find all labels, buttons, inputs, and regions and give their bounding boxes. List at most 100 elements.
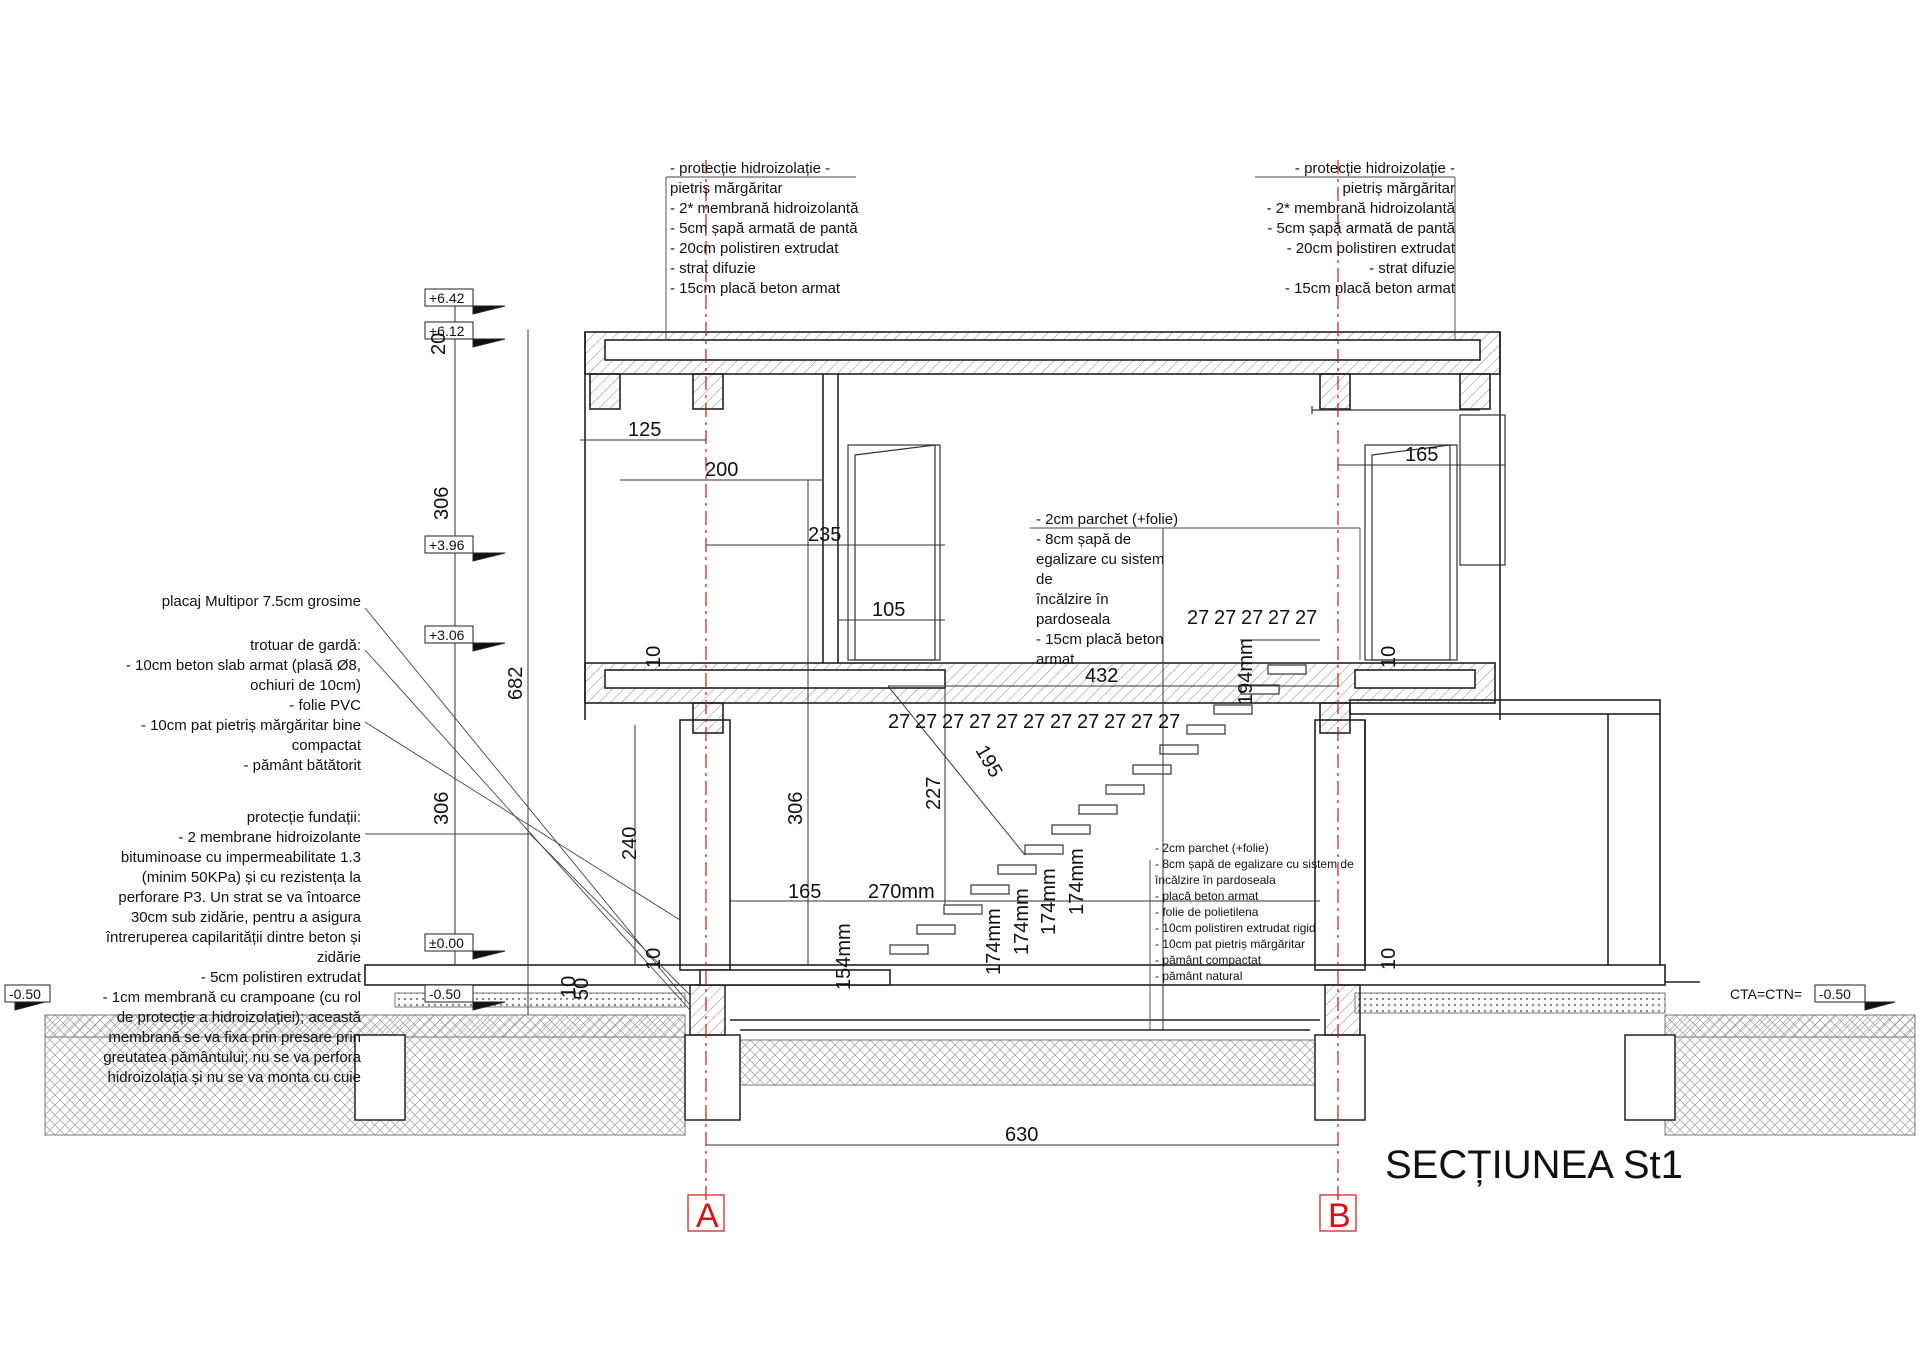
dim-270: 270mm: [868, 881, 935, 903]
tread-dim: 27: [1268, 607, 1290, 629]
note-line: - 2* membrană hidroizolantă: [670, 200, 859, 217]
stair-tread: [1132, 764, 1172, 775]
note-line: 30cm sub zidărie, pentru a asigura: [131, 909, 362, 926]
tread-dim: 27: [1241, 607, 1263, 629]
note-line: - 8cm șapă de egalizare cu sistem de: [1155, 857, 1354, 871]
multipor-note: placaj Multipor 7.5cm grosime: [162, 593, 361, 610]
dim-195: 195: [971, 742, 1007, 782]
stair-tread: [943, 904, 983, 915]
note-line: - 20cm polistiren extrudat: [1287, 240, 1456, 257]
note-line: - protecție hidroizolație -: [1295, 160, 1455, 177]
tread-dim: 27: [1104, 711, 1126, 733]
note-line: - 15cm placă beton armat: [1285, 280, 1456, 297]
stair-tread: [916, 924, 956, 935]
stair-tread: [997, 864, 1037, 875]
note-line: - 2cm parchet (+folie): [1036, 511, 1178, 528]
note-line: trotuar de gardă:: [250, 637, 361, 654]
dim-174-b: 174mm: [1011, 888, 1033, 955]
note-line: - 1cm membrană cu crampoane (cu rol: [103, 989, 361, 1006]
note-line: - 8cm șapă de: [1036, 531, 1131, 548]
tread-dim: 27: [1158, 711, 1180, 733]
note-line: ochiuri de 10cm): [250, 677, 361, 694]
tread-dim: 27: [915, 711, 937, 733]
sidewalk-note: trotuar de gardă:- 10cm beton slab armat…: [126, 637, 362, 774]
note-line: încălzire în: [1035, 591, 1109, 608]
note-line: - 10cm pat pietriș mărgăritar bine: [141, 717, 361, 734]
note-line: de protecție a hidroizolației); această: [117, 1009, 362, 1026]
dim-174-c: 174mm: [1038, 868, 1060, 935]
dim-154: 154mm: [833, 923, 855, 990]
stair-tread: [1078, 804, 1118, 815]
dim-10-e: 10: [558, 976, 580, 998]
grid-axes: A B: [687, 160, 1357, 1235]
stair-tread: [1024, 844, 1064, 855]
note-line: - 10cm pat pietriș mărgăritar: [1155, 937, 1305, 951]
note-line: încălzire în pardoseala: [1154, 873, 1276, 887]
note-line: pardoseala: [1036, 611, 1111, 628]
dim-50: 50: [571, 978, 593, 1000]
structure: [364, 331, 1700, 1031]
dim-10-c: 10: [643, 948, 665, 970]
level-642: +6.42: [429, 290, 465, 306]
dim-165-lower: 165: [788, 881, 821, 903]
note-line: întreruperea capilarității dintre beton …: [105, 929, 361, 946]
dim-200: 200: [705, 459, 738, 481]
stair-tread: [1240, 684, 1280, 695]
note-line: - 5cm șapă armată de pantă: [670, 220, 858, 237]
tread-dim: 27: [1187, 607, 1209, 629]
note-line: - folie PVC: [289, 697, 361, 714]
note-line: greutatea pământului; nu se va perfora: [103, 1049, 361, 1066]
foundations: [354, 984, 1676, 1121]
note-line: bituminoase cu impermeabilitate 1.3: [121, 849, 361, 866]
dim-174-d: 174mm: [1066, 848, 1088, 915]
level-minus050-left: -0.50: [9, 986, 41, 1002]
note-line: egalizare cu sistem: [1036, 551, 1164, 568]
tread-dim: 27: [1023, 711, 1045, 733]
stair-tread: [1213, 704, 1253, 715]
roof-note-right: - protecție hidroizolație - pietriș mărgă…: [1267, 160, 1456, 297]
note-line: - pământ bătătorit: [243, 757, 361, 774]
note-line: - 5cm șapă armată de pantă: [1267, 220, 1455, 237]
note-line: - pământ natural: [1155, 969, 1242, 983]
note-line: pietriș mărgăritar: [1342, 180, 1455, 197]
level-612: +6.12: [429, 323, 465, 339]
note-line: - 2* membrană hidroizolantă: [1267, 200, 1456, 217]
tread-dim: 27: [1295, 607, 1317, 629]
note-line: - 2cm parchet (+folie): [1155, 841, 1269, 855]
note-line: - 15cm placă beton armat: [670, 280, 841, 297]
note-line: compactat: [292, 737, 362, 754]
axis-label-a: A: [696, 1197, 719, 1235]
note-line: perforare P3. Un strat se va întoarce: [118, 889, 361, 906]
note-line: hidroizolația și nu se va monta cu cuie: [108, 1069, 361, 1086]
ground-floor-note: - 2cm parchet (+folie) - 8cm șapă de egal…: [1154, 841, 1354, 983]
dim-105: 105: [872, 599, 905, 621]
note-line: - 5cm polistiren extrudat: [201, 969, 362, 986]
dim-165-upper: 165: [1405, 444, 1438, 466]
note-line: - strat difuzie: [1369, 260, 1455, 277]
note-line: (minim 50KPa) și cu rezistența la: [142, 869, 362, 886]
level-minus050-mid: -0.50: [429, 986, 461, 1002]
tread-dim: 27: [1050, 711, 1072, 733]
dim-174-a: 174mm: [983, 908, 1005, 975]
dim-227: 227: [923, 777, 945, 810]
note-line: pietriș mărgăritar: [670, 180, 783, 197]
tread-dim: 27: [1077, 711, 1099, 733]
stair-tread: [1267, 664, 1307, 675]
dim-306-upper: 306: [431, 487, 453, 520]
section-title: SECȚIUNEA St1: [1385, 1143, 1683, 1187]
tread-dim: 27: [969, 711, 991, 733]
note-line: membrană se va fixa prin presare prin: [108, 1029, 361, 1046]
stair-tread: [1186, 724, 1226, 735]
dim-194: 194mm: [1235, 638, 1257, 705]
dim-125: 125: [628, 419, 661, 441]
level-markers: [4, 288, 1896, 1011]
tread-dim: 27: [888, 711, 910, 733]
tread-dim: 27: [1131, 711, 1153, 733]
dim-630: 630: [1005, 1124, 1038, 1146]
dim-10-b: 10: [1378, 646, 1400, 668]
roof-note-left: - protecție hidroizolație -pietriș mărgă…: [670, 160, 859, 297]
foundation-protection-note: protecție fundații:- 2 membrane hidroizo…: [103, 809, 362, 1086]
